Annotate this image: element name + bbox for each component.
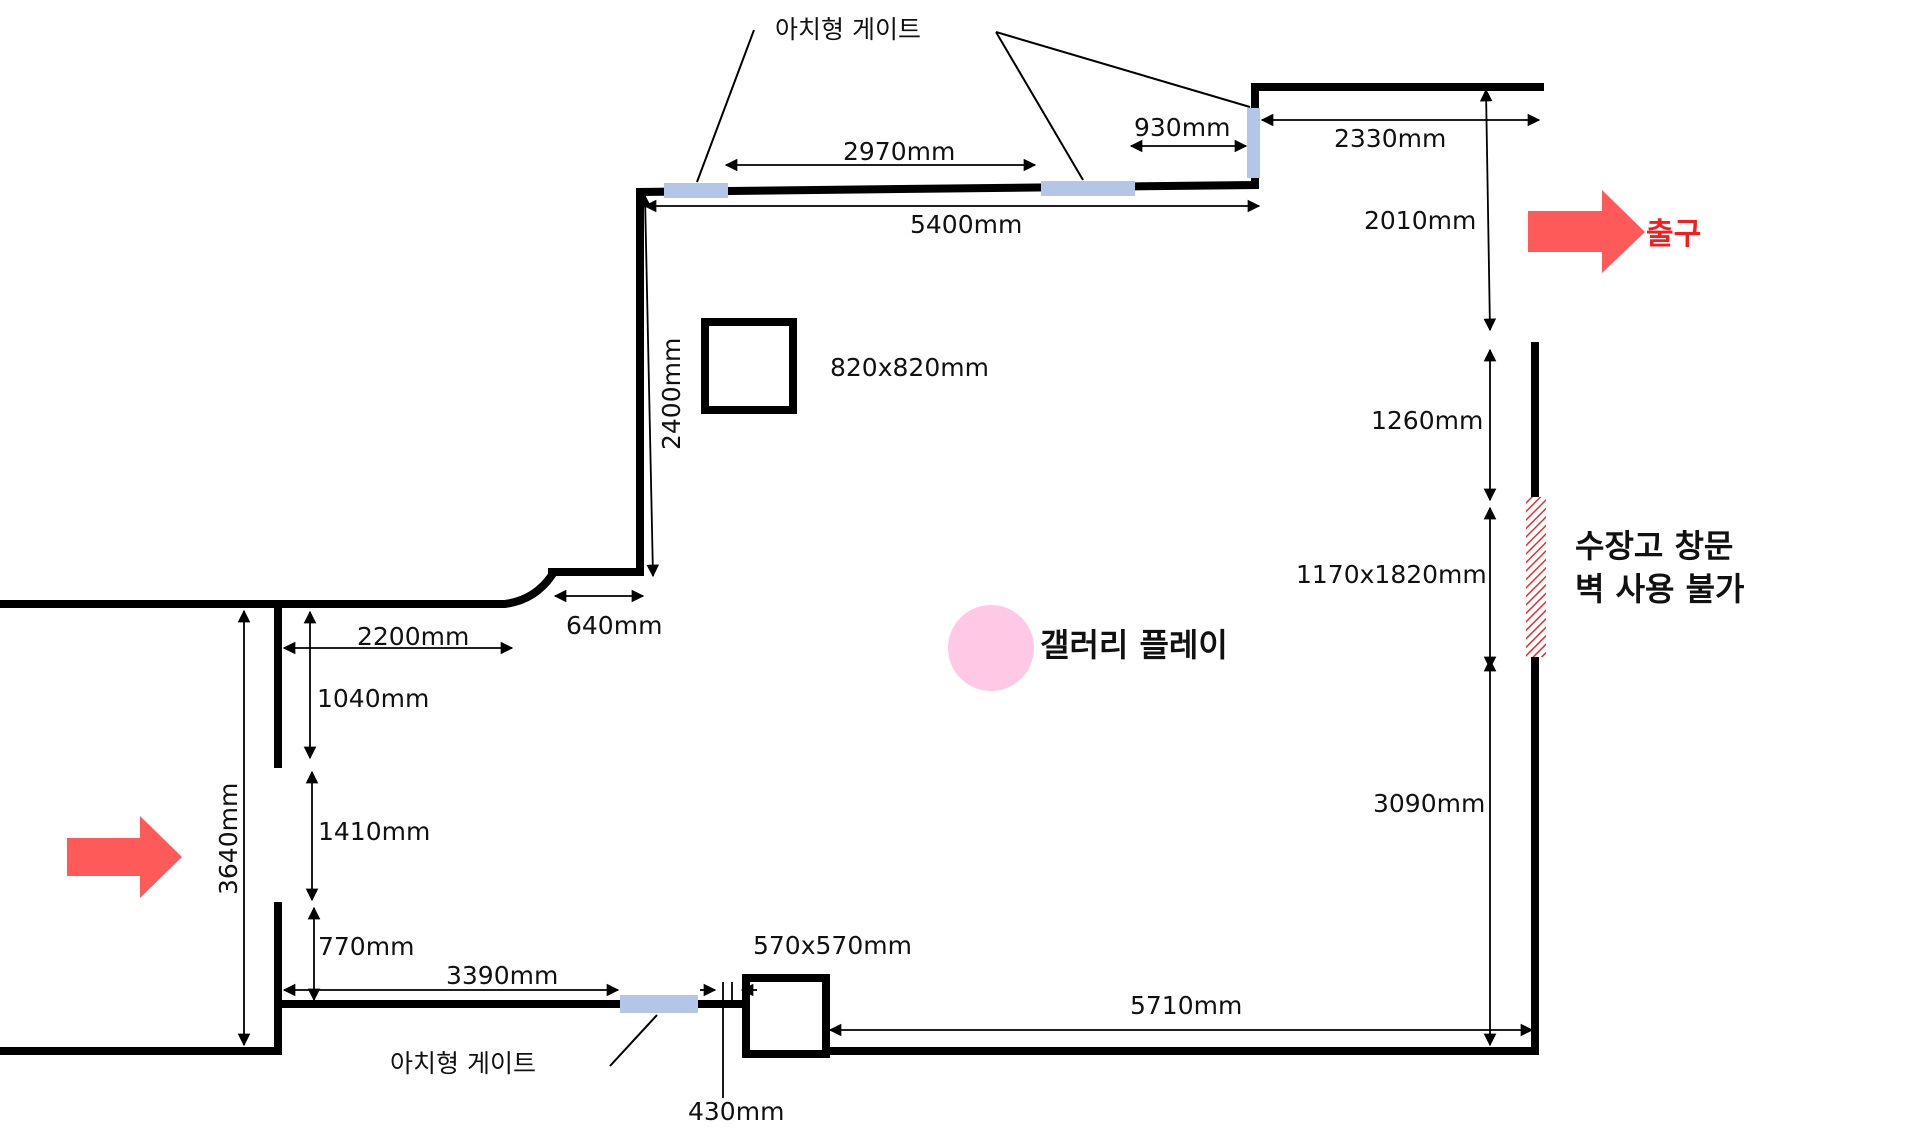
wall-right-lower [826,342,1539,1055]
gate-top-leader-2 [995,31,1084,181]
gate-step [1247,108,1260,178]
pillar-bottom [742,974,830,1058]
dim-label-2200: 2200mm [357,622,469,651]
dim-label-5400: 5400mm [910,210,1022,239]
dim-label-1410: 1410mm [318,817,430,846]
dim-label-930: 930mm [1134,113,1230,142]
gate-top-leader-3 [995,31,1251,108]
dim-line-2400 [638,194,660,578]
gate-bottom-leader [609,1014,658,1067]
dim-label-1260: 1260mm [1371,406,1483,435]
gallery-play-circle [948,605,1034,691]
gate-bottom-label: 아치형 게이트 [390,1049,536,1078]
gate-top-leader-1 [696,29,755,183]
gate-top-right [1041,181,1135,196]
dim-label-430: 430mm [688,1097,784,1126]
window-size-label: 1170x1820mm [1296,560,1487,589]
dim-label-3090: 3090mm [1373,789,1485,818]
dimension-lines [237,88,1541,1098]
gate-top-left [664,183,728,198]
dim-label-770: 770mm [318,932,414,961]
dim-label-1040: 1040mm [317,684,429,713]
gate-bottom [620,995,698,1013]
dim-line-2010 [1479,88,1497,332]
dim-label-3390: 3390mm [446,961,558,990]
pillar-bottom-size-label: 570x570mm [753,931,912,960]
no-wall-label-line2: 벽 사용 불가 [1575,570,1744,608]
dim-label-3640: 3640mm [214,783,243,895]
dim-label-2330: 2330mm [1334,124,1446,153]
no-wall-label-line1: 수장고 창문 [1575,527,1733,565]
dim-label-640: 640mm [566,611,662,640]
pillar-top [701,318,797,414]
dim-label-2970: 2970mm [843,137,955,166]
wall-upper-left [0,83,1544,608]
gallery-play-label: 갤러리 플레이 [1040,626,1228,664]
gate-top-label: 아치형 게이트 [775,15,921,44]
pillar-top-size-label: 820x820mm [830,353,989,382]
dim-label-2010: 2010mm [1364,206,1476,235]
exit-arrow-icon [1528,190,1645,273]
storage-window [1526,497,1546,657]
entrance-arrow-icon [67,816,182,898]
dim-label-5710: 5710mm [1130,991,1242,1020]
dim-label-2400: 2400mm [657,338,686,450]
exit-label: 출구 [1646,217,1701,252]
